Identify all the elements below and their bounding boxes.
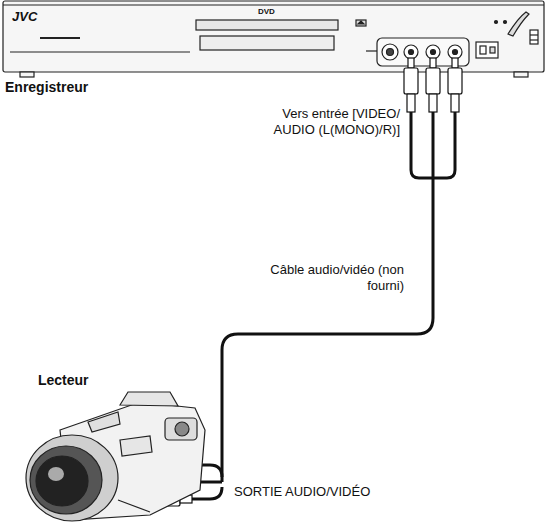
brand-logo: JVC bbox=[12, 9, 37, 25]
disc-logo: DVD bbox=[258, 7, 275, 17]
recorder-illustration bbox=[3, 1, 544, 77]
device-name: Enregistreur bbox=[5, 79, 88, 96]
camcorder-illustration bbox=[26, 392, 205, 521]
output-note: SORTIE AUDIO/VIDÉO bbox=[234, 484, 370, 500]
av-cable bbox=[192, 112, 455, 499]
device-name: Lecteur bbox=[38, 372, 89, 389]
cable-note: Câble audio/vidéo (non fourni) bbox=[264, 262, 404, 293]
rca-plugs-recorder bbox=[404, 58, 462, 112]
connector-note: Vers entrée [VIDEO/ AUDIO (L(MONO)/R)] bbox=[250, 106, 400, 137]
